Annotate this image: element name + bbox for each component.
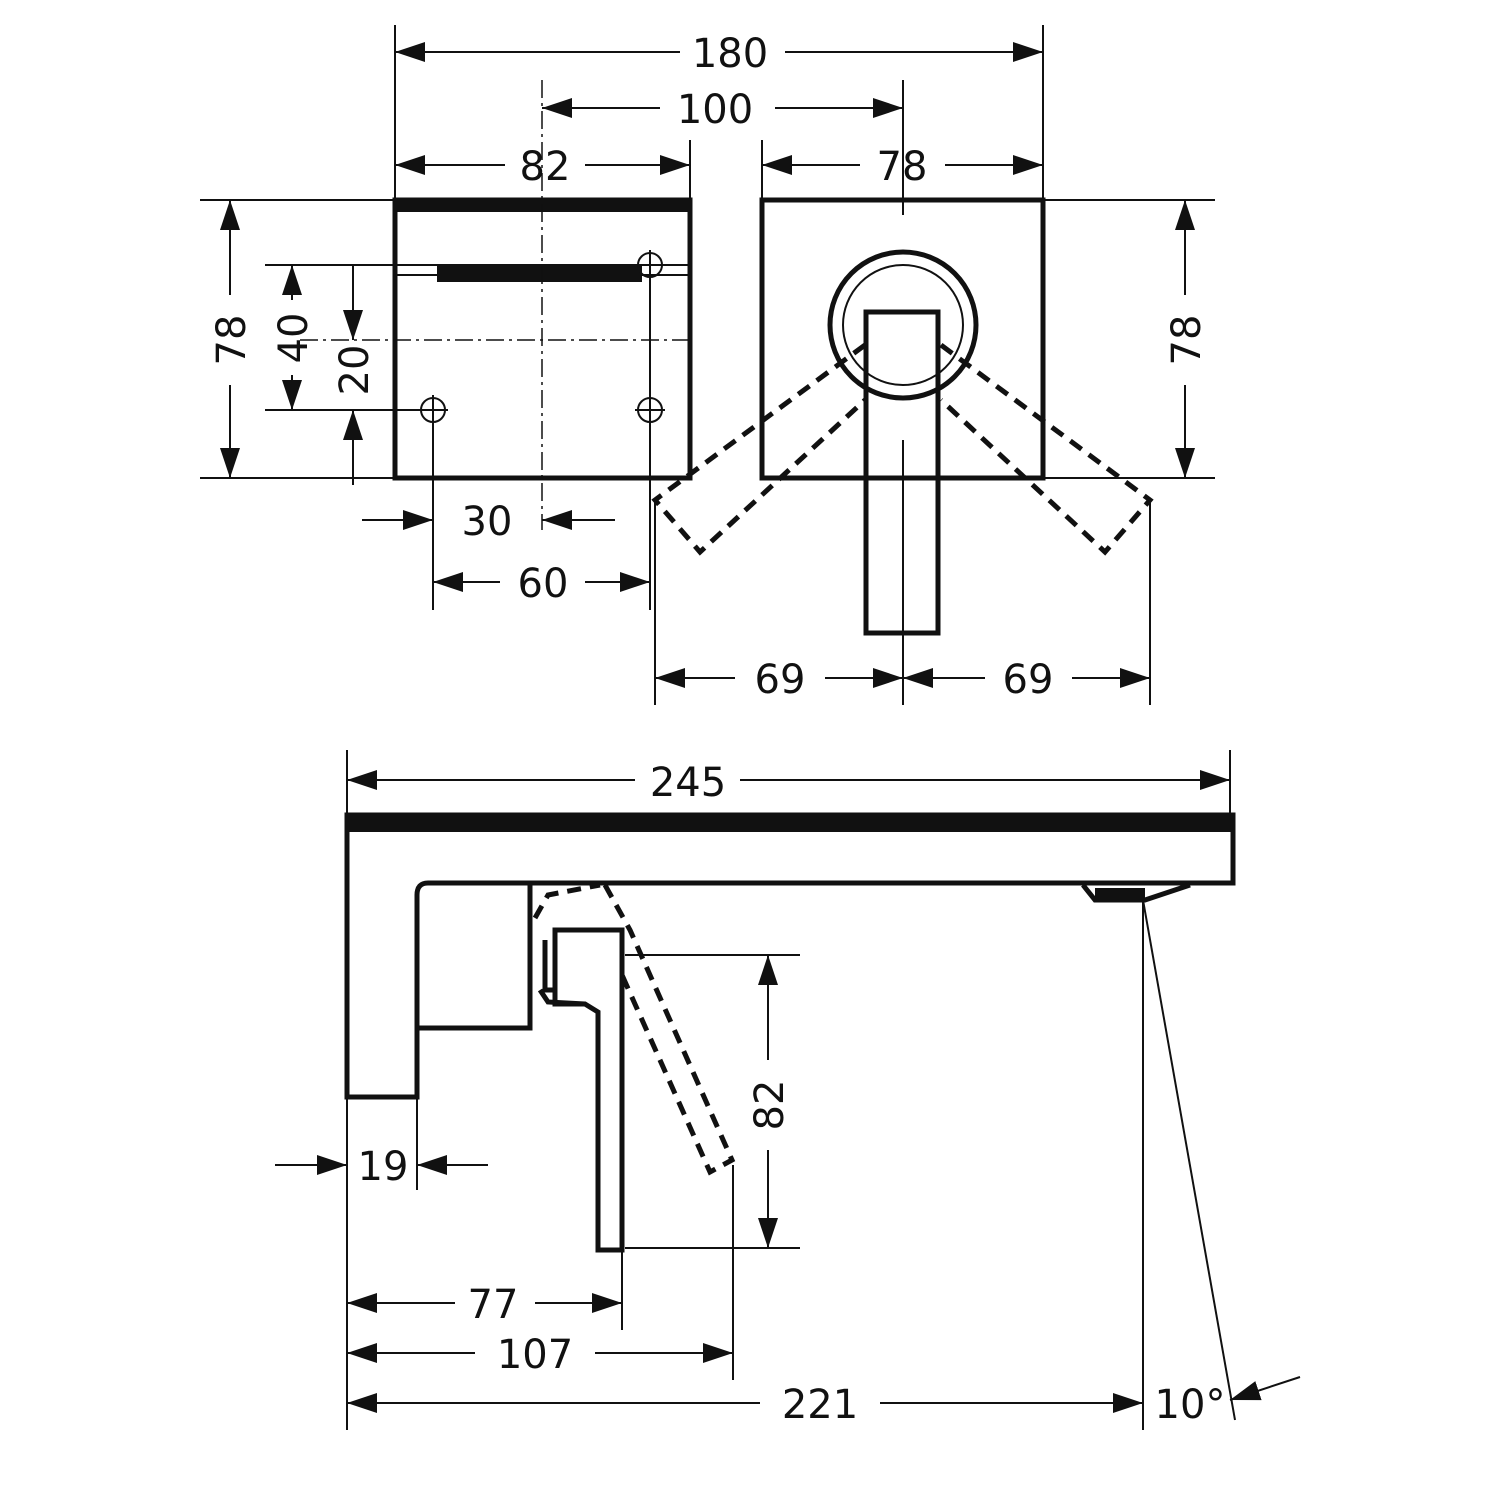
dim-19: 19: [358, 1144, 409, 1190]
dim-180: 180: [692, 31, 768, 77]
dim-60: 60: [518, 561, 569, 607]
dim-100: 100: [677, 87, 753, 133]
dim-78-top: 78: [877, 144, 928, 190]
dim-30: 30: [462, 499, 513, 545]
dim-69-left: 69: [755, 657, 806, 703]
dim-82: 82: [520, 144, 571, 190]
aerator-icon: [437, 266, 642, 282]
handle-plate-front: [651, 80, 1154, 705]
dim-78-right: 78: [1164, 315, 1210, 366]
dim-221: 221: [782, 1382, 858, 1428]
dim-245: 245: [650, 760, 726, 806]
dim-77: 77: [468, 1282, 519, 1328]
dim-82-handle: 82: [747, 1080, 793, 1131]
dim-40: 40: [271, 313, 317, 364]
dim-107: 107: [497, 1332, 573, 1378]
dim-69-right: 69: [1003, 657, 1054, 703]
dim-78-left: 78: [209, 315, 255, 366]
aerator-icon: [1095, 888, 1145, 900]
dim-20: 20: [332, 345, 378, 396]
dim-10-degrees: 10°: [1155, 1382, 1226, 1428]
spout-plate-front: [300, 80, 693, 610]
mixer-side-view: [344, 812, 1236, 1253]
